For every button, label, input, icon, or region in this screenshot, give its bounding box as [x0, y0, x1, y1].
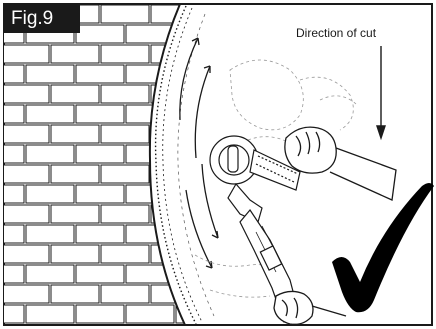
- brick: [100, 84, 150, 104]
- brick: [4, 124, 50, 144]
- brick: [150, 204, 185, 224]
- brick: [100, 4, 150, 24]
- direction-of-cut-label: Direction of cut: [296, 26, 377, 40]
- brick: [75, 64, 125, 84]
- brick: [100, 284, 150, 304]
- brick: [100, 124, 150, 144]
- brick: [4, 64, 25, 84]
- brick: [175, 264, 185, 284]
- brick: [4, 204, 50, 224]
- brick: [75, 264, 125, 284]
- brick: [75, 104, 125, 124]
- wall-cut-edge: [148, 3, 186, 326]
- brick: [100, 244, 150, 264]
- operator-hands: [273, 126, 397, 325]
- brick: [75, 24, 125, 44]
- brick: [4, 244, 50, 264]
- brick: [50, 44, 100, 64]
- brick: [50, 244, 100, 264]
- brick: [125, 224, 175, 244]
- brick: [100, 164, 150, 184]
- brick: [50, 164, 100, 184]
- brick: [25, 64, 75, 84]
- brick: [75, 224, 125, 244]
- figure-label: Fig.9: [4, 4, 80, 33]
- brick: [4, 104, 25, 124]
- down-arrow-icon: [376, 46, 386, 141]
- brick: [125, 64, 175, 84]
- brick: [4, 224, 25, 244]
- circular-saw-blade: [154, 5, 215, 325]
- check-mark-icon: [332, 183, 434, 313]
- brick: [50, 124, 100, 144]
- brick: [150, 84, 185, 104]
- brick: [4, 184, 25, 204]
- brick: [4, 284, 50, 304]
- brick: [175, 104, 185, 124]
- brick: [125, 304, 175, 324]
- brick: [150, 164, 185, 184]
- brick: [100, 44, 150, 64]
- brick: [25, 224, 75, 244]
- brick: [75, 184, 125, 204]
- brick: [75, 144, 125, 164]
- brick: [100, 204, 150, 224]
- brick: [150, 124, 185, 144]
- brick: [25, 144, 75, 164]
- brick: [50, 284, 100, 304]
- brick: [50, 204, 100, 224]
- brick: [25, 304, 75, 324]
- brick: [4, 264, 25, 284]
- brick: [4, 84, 50, 104]
- brick: [25, 264, 75, 284]
- blade-rotation-arrows: [179, 37, 219, 269]
- brick: [4, 44, 50, 64]
- brick: [25, 104, 75, 124]
- brick: [50, 84, 100, 104]
- brick: [75, 304, 125, 324]
- brick: [4, 164, 50, 184]
- brick: [4, 144, 25, 164]
- brick: [4, 304, 25, 324]
- brick: [175, 184, 185, 204]
- brick: [25, 184, 75, 204]
- brick-wall: [4, 4, 185, 325]
- brick: [125, 104, 175, 124]
